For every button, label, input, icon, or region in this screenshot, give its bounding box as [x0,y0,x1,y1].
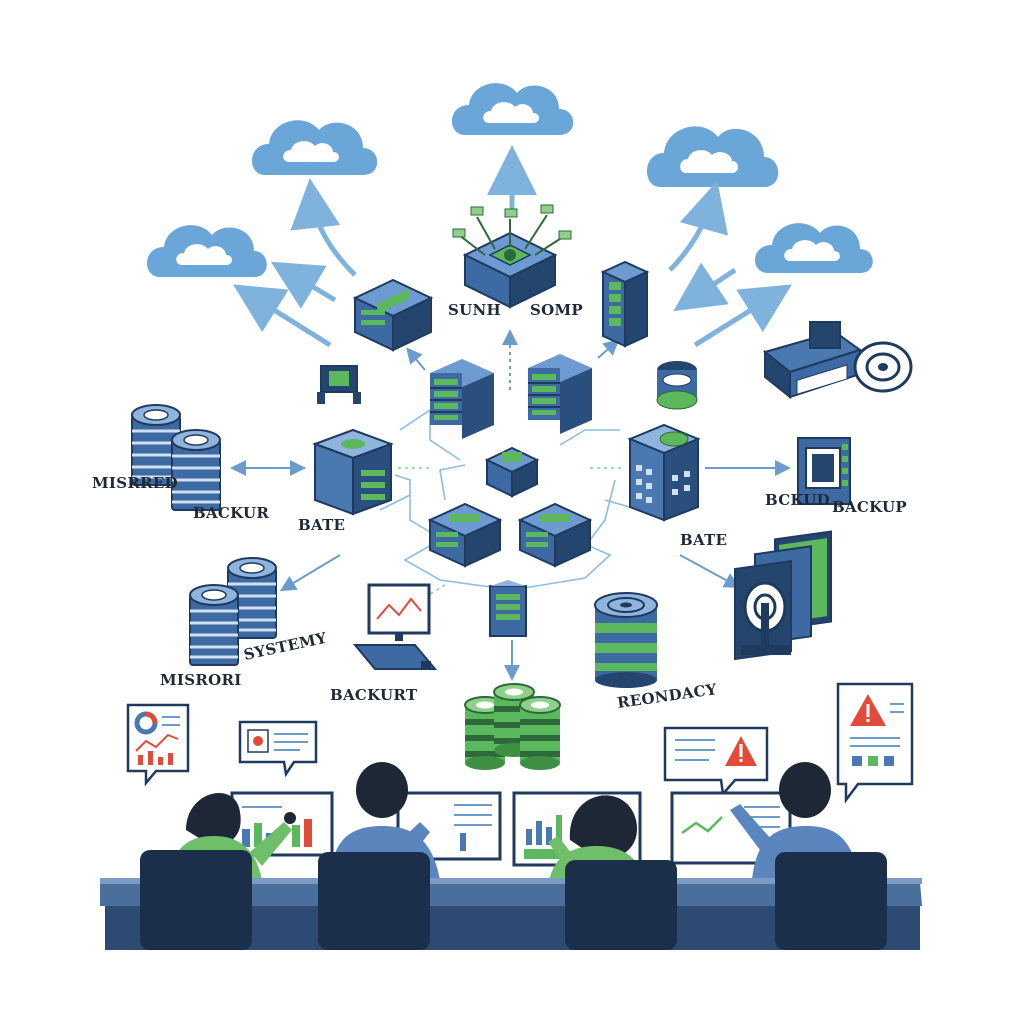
label-misrori: MISRORI [160,671,242,689]
chairs [140,850,887,950]
label-backur: BACKUR [193,504,269,522]
server-rack-icon [429,358,495,440]
mid-arrows [230,329,791,681]
chip-hub [452,204,572,309]
chip-icon [317,365,361,404]
database-icon [170,428,222,512]
network-lines [379,408,641,601]
chart-bubble [126,703,190,787]
alert-bubble [663,726,769,797]
tower-server-icon [600,260,650,348]
cloud-icon-top-left [251,120,378,175]
cloud-icon-right [754,223,873,273]
label-sunh: SUNH [448,301,501,319]
label-backurt: BACKURT [330,686,418,704]
label-bate-right: BATE [680,531,727,549]
backup-device-icon [797,437,851,505]
database-icon [188,583,240,667]
label-somp: SOMP [530,301,583,319]
server-box-icon [352,278,434,352]
label-bate-left: BATE [298,516,345,534]
redundancy-cylinder-icon [594,592,658,688]
building-server-icon [627,423,701,522]
label-misrred: MISRRED [92,474,178,492]
center-switch-icon [484,446,540,498]
tape-drive-icon [762,321,913,400]
warning-bubble [836,682,914,804]
ring-device-icon [656,361,698,410]
small-server-icon [489,580,527,637]
label-bckud: BCKUD [765,491,830,509]
server-rack-icon [527,353,593,435]
cloud-icon-top [451,83,574,135]
tape-reel-icon [734,530,832,661]
cube-server-icon [312,428,394,516]
storage-cylinder-icon [519,696,561,771]
label-backup-right: BACKUP [832,498,907,516]
connector-arrows [233,145,792,348]
cloud-icon-top-right [646,126,779,187]
switch-icon [427,502,503,568]
report-bubble [238,720,318,778]
switch-icon [517,502,593,568]
cloud-icon-left [146,225,267,277]
workstation-icon [352,583,438,670]
